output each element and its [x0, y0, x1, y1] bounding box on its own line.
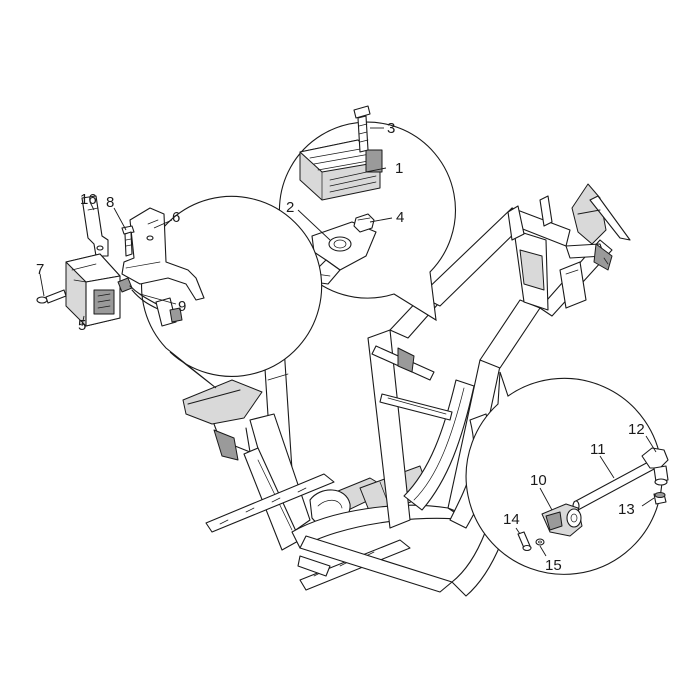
- leader-8: [113, 207, 127, 231]
- leader-14: [515, 527, 521, 535]
- callout-regulator: [278, 105, 456, 322]
- part-label-1: 1: [395, 160, 403, 177]
- leader-15: [539, 545, 547, 557]
- bolt-7: [36, 289, 67, 304]
- leader-7: [39, 273, 45, 297]
- bracket-16: [81, 195, 109, 257]
- part-label-2: 2: [286, 199, 294, 216]
- leader-9: [139, 293, 177, 305]
- leader-4: [369, 217, 393, 223]
- switch-10: [541, 503, 583, 537]
- part-label-7: 7: [36, 261, 44, 278]
- part-label-9: 9: [178, 298, 186, 315]
- leader-12: [645, 435, 657, 453]
- part-label-11: 11: [590, 441, 606, 458]
- part-label-5: 5: [78, 317, 86, 334]
- clip-nut-4: [353, 213, 375, 233]
- front-mount-plate: [182, 379, 263, 461]
- scooter-frame: [182, 183, 631, 597]
- part-label-3: 3: [387, 120, 395, 137]
- washer-15: [535, 538, 545, 546]
- leader-6: [153, 219, 173, 229]
- callout-sidestand-switch: [465, 371, 669, 575]
- ecu-module: [65, 253, 121, 327]
- nut-13: [653, 492, 667, 505]
- leader-1: [365, 167, 387, 173]
- leader-13: [641, 497, 655, 507]
- leader-10: [539, 487, 553, 511]
- part-label-10: 10: [530, 472, 547, 489]
- part-label-14: 14: [503, 511, 520, 528]
- callout-ecu: [36, 195, 323, 389]
- part-label-16: 16: [80, 191, 97, 208]
- bracket-6: [121, 207, 205, 301]
- part-label-12: 12: [628, 421, 645, 438]
- leader-16: [89, 201, 95, 211]
- rear-top-bracket: [559, 183, 631, 309]
- part-label-4: 4: [396, 209, 404, 226]
- elbow-12: [641, 447, 669, 486]
- leader-11: [599, 455, 615, 479]
- screw-14: [517, 531, 532, 552]
- center-crossbrace: [371, 345, 453, 421]
- part-label-8: 8: [106, 194, 114, 211]
- leader-2: [297, 209, 331, 241]
- bolt-8: [121, 225, 135, 257]
- part-label-6: 6: [172, 209, 180, 226]
- part-number-labels: 1 2 3 4 5 6 7 8 9 10 11 12 13 14 15 16: [36, 120, 645, 574]
- part-label-13: 13: [618, 501, 635, 518]
- wiring-connector-9: [117, 277, 183, 327]
- part-label-15: 15: [545, 557, 562, 574]
- leader-5: [81, 315, 85, 327]
- bolt-3: [353, 105, 371, 153]
